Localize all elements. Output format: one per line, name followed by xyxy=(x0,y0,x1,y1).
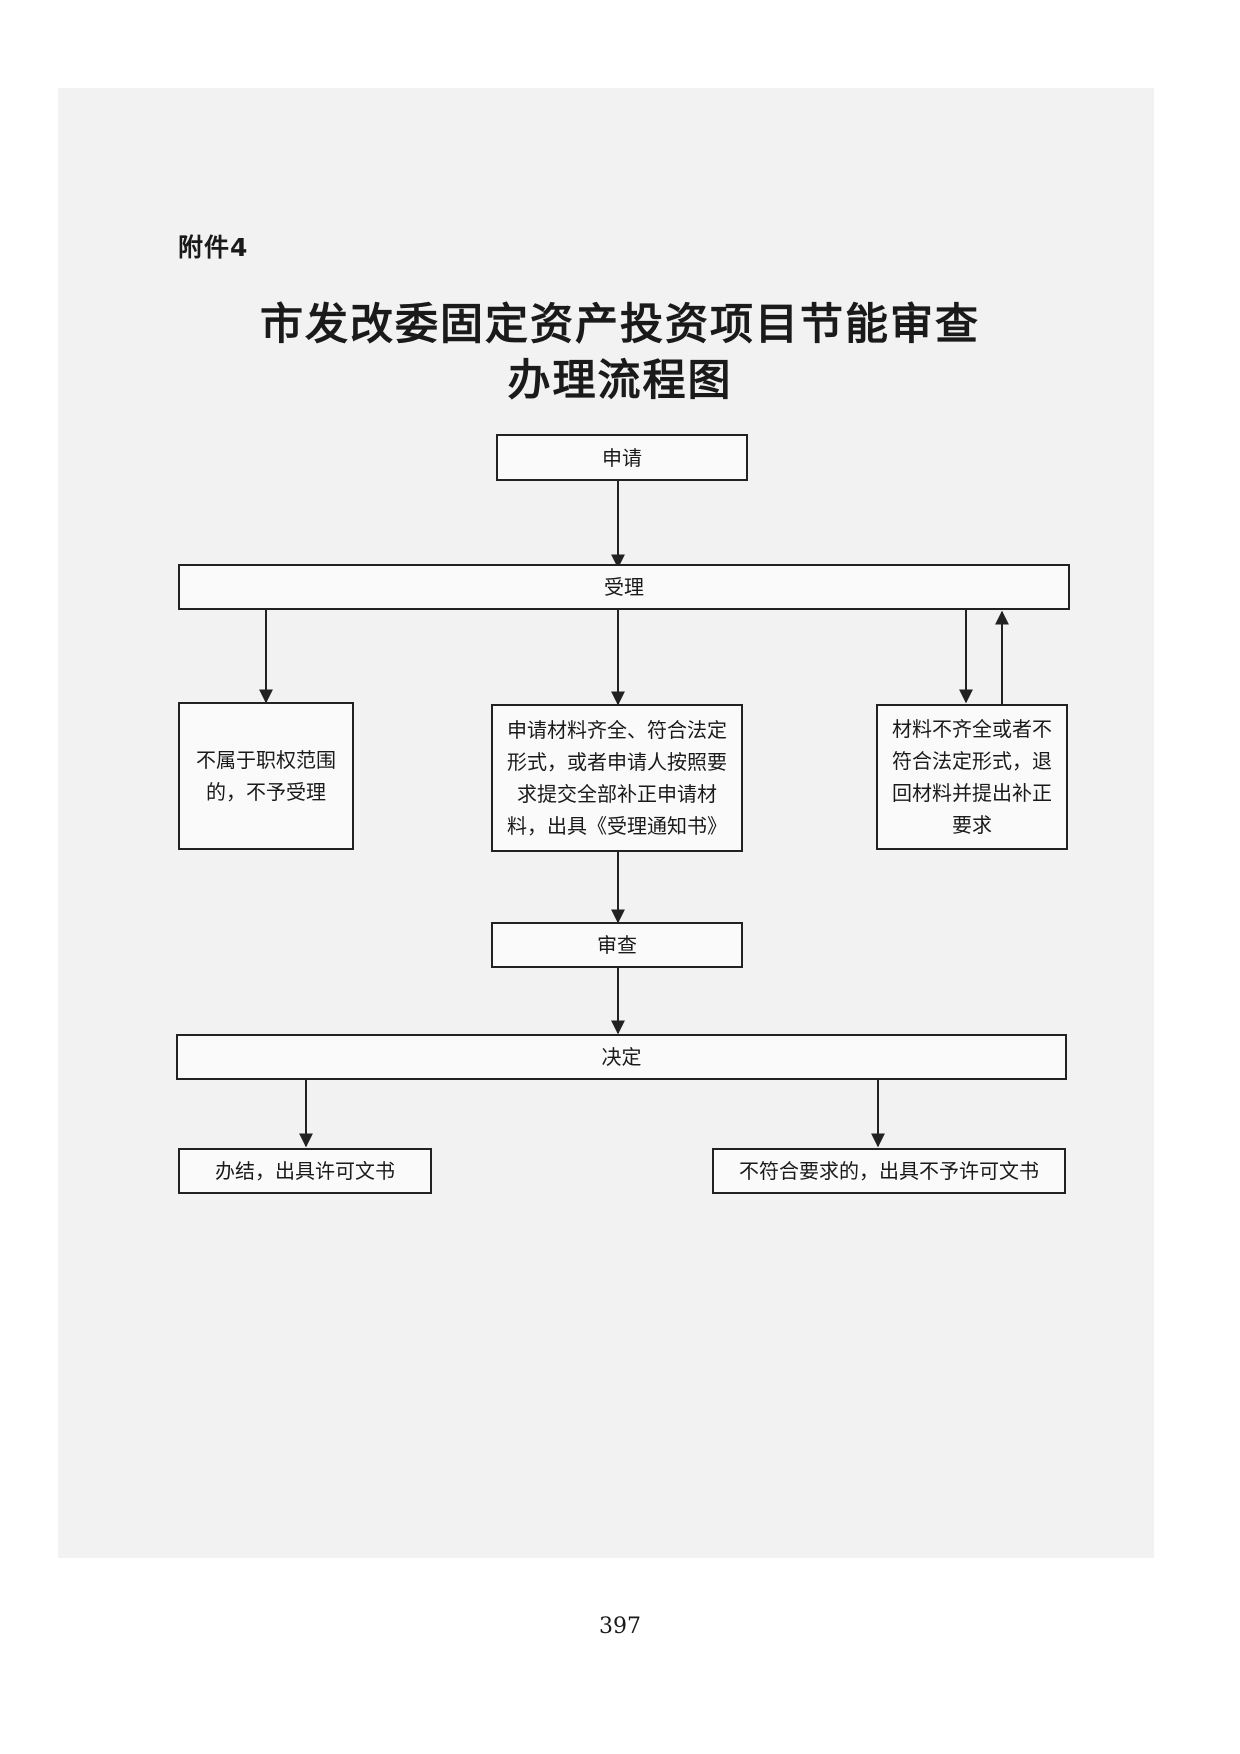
not-in-scope-line: 的，不予受理 xyxy=(206,780,326,804)
review-box: 审查 xyxy=(491,922,743,968)
page-number: 397 xyxy=(599,1614,641,1639)
apply-label: 申请 xyxy=(602,445,642,470)
materials-complete-line: 料，出具《受理通知书》 xyxy=(507,814,727,838)
materials-incomplete-line: 材料不齐全或者不 xyxy=(892,717,1052,741)
page-title: 市发改委固定资产投资项目节能审查 xyxy=(260,300,980,350)
materials-complete-line: 形式，或者申请人按照要 xyxy=(507,750,727,774)
accept-label: 受理 xyxy=(604,575,644,599)
accept-box: 受理 xyxy=(178,564,1070,610)
decision-label: 决定 xyxy=(601,1045,642,1069)
materials-incomplete-box: 材料不齐全或者不 符合法定形式，退 回材料并提出补正 要求 xyxy=(876,704,1068,850)
materials-incomplete-line: 回材料并提出补正 xyxy=(892,781,1052,805)
materials-complete-line: 求提交全部补正申请材 xyxy=(517,782,717,806)
not-in-scope-line: 不属于职权范围 xyxy=(196,748,336,772)
attachment-label: 附件4 xyxy=(178,233,249,262)
decision-box: 决定 xyxy=(176,1034,1067,1080)
materials-incomplete-line: 符合法定形式，退 xyxy=(892,749,1052,773)
not-in-scope-box: 不属于职权范围 的，不予受理 xyxy=(178,702,354,850)
materials-incomplete-line: 要求 xyxy=(952,813,992,837)
approved-label: 办结，出具许可文书 xyxy=(215,1159,395,1183)
apply-box: 申请 xyxy=(496,434,748,481)
materials-complete-box: 申请材料齐全、符合法定 形式，或者申请人按照要 求提交全部补正申请材 料，出具《… xyxy=(491,704,743,852)
rejected-label: 不符合要求的，出具不予许可文书 xyxy=(739,1159,1039,1183)
rejected-box: 不符合要求的，出具不予许可文书 xyxy=(712,1148,1066,1194)
review-label: 审查 xyxy=(597,933,637,957)
approved-box: 办结，出具许可文书 xyxy=(178,1148,432,1194)
page-subtitle: 办理流程图 xyxy=(507,356,733,406)
materials-complete-line: 申请材料齐全、符合法定 xyxy=(507,718,727,742)
